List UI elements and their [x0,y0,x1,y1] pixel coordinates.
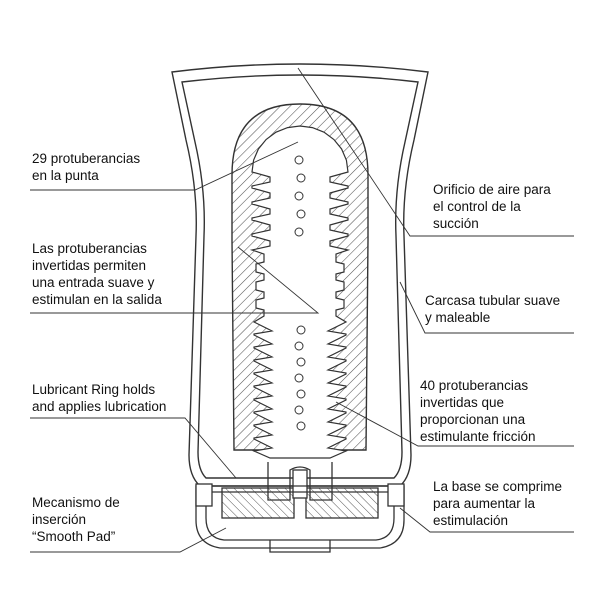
air-hole-mark [296,357,306,367]
smooth-pad-mechanism [221,462,379,519]
label-tip-bumps: 29 protuberancias en la punta [32,151,141,183]
base-cap [195,483,405,553]
air-hole-mark [294,373,304,383]
label-air-hole: Orificio de aire para el control de la s… [433,182,551,231]
air-hole-mark [294,227,304,237]
label-smooth-pad: Mecanismo de inserción “Smooth Pad” [32,495,120,544]
label-inverted-bumps: Las protuberancias invertidas permiten u… [32,241,162,307]
air-holes [294,155,306,431]
label-base: La base se comprime para aumentar la est… [433,479,563,528]
air-hole-mark [294,191,304,201]
air-hole-mark [296,421,306,431]
label-lubricant-ring: Lubricant Ring holds and applies lubrica… [32,382,167,414]
air-hole-mark [296,209,306,219]
inner-sleeve [231,103,369,459]
label-friction-bumps: 40 protuberancias invertidas que proporc… [420,378,536,444]
label-soft-casing: Carcasa tubular suave y maleable [425,293,561,325]
air-hole-mark [294,341,304,351]
leader-lines [30,67,574,553]
air-hole-mark [294,155,304,165]
air-hole-mark [296,325,306,335]
outer-casing [171,63,429,487]
inner-cavity [249,125,351,459]
air-hole-mark [294,405,304,415]
air-hole-mark [296,173,306,183]
air-hole-mark [296,389,306,399]
